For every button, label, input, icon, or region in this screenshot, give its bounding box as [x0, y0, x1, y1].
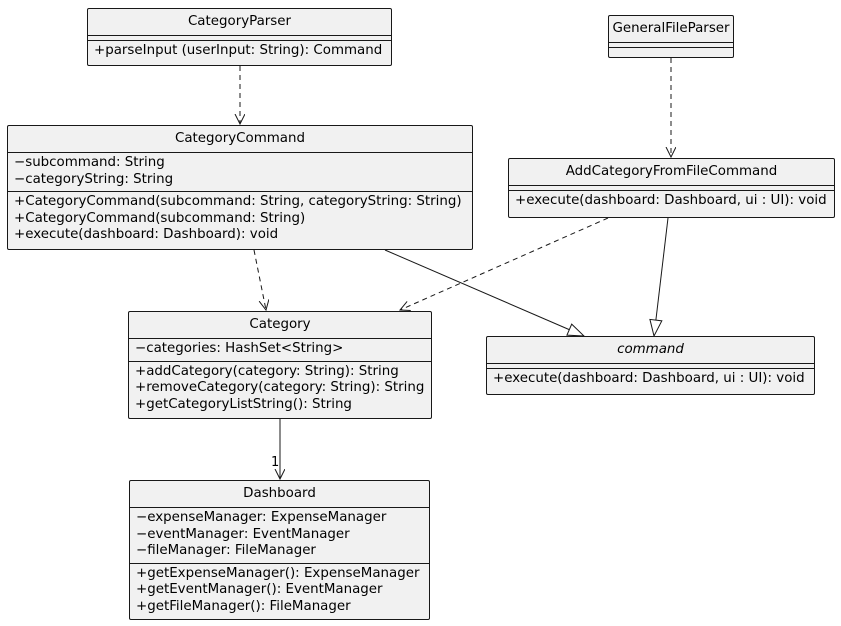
methods-section	[609, 47, 733, 52]
method: +removeCategory(category: String): Strin…	[135, 380, 425, 395]
fields-section: −expenseManager: ExpenseManager −eventMa…	[130, 507, 429, 563]
methods-section: +CategoryCommand(subcommand: String, cat…	[8, 191, 472, 247]
fields-section	[487, 363, 814, 368]
field: −categoryString: String	[14, 171, 174, 187]
method: +CategoryCommand(subcommand: String)	[14, 210, 306, 226]
methods-section: +execute(dashboard: Dashboard, ui : UI):…	[509, 190, 834, 213]
method: +getEventManager(): EventManager	[136, 582, 383, 597]
class-general-file-parser: GeneralFileParser	[608, 15, 734, 58]
dependency-addcategory-to-category	[400, 217, 609, 310]
field: −fileManager: FileManager	[136, 543, 316, 558]
class-name: Category	[249, 317, 311, 332]
dependency-categorycommand-to-category	[253, 249, 266, 310]
method: +addCategory(category: String): String	[135, 363, 399, 379]
class-name: CategoryCommand	[175, 131, 305, 146]
class-add-category-from-file-command: AddCategoryFromFileCommand +execute(dash…	[508, 158, 835, 218]
method: +execute(dashboard: Dashboard): void	[14, 227, 279, 242]
class-name: Dashboard	[243, 486, 316, 501]
class-category-command: CategoryCommand −subcommand: String −cat…	[7, 125, 473, 250]
class-name: AddCategoryFromFileCommand	[565, 164, 778, 179]
class-category-parser: CategoryParser +parseInput (userInput: S…	[87, 8, 392, 66]
method: +parseInput (userInput: String): Command	[94, 43, 383, 58]
field: −categories: HashSet<String>	[135, 341, 344, 356]
fields-section	[88, 35, 391, 40]
methods-section: +addCategory(category: String): String +…	[129, 360, 431, 417]
multiplicity-label: 1	[271, 455, 280, 470]
class-name: CategoryParser	[187, 14, 292, 29]
fields-section	[509, 185, 834, 190]
field: −eventManager: EventManager	[136, 526, 350, 542]
class-category: Category −categories: HashSet<String> +a…	[128, 311, 432, 419]
inheritance-categorycommand-to-command	[384, 249, 586, 337]
field: −subcommand: String	[14, 155, 165, 170]
inheritance-addcategory-to-command	[649, 217, 669, 338]
methods-section: +parseInput (userInput: String): Command	[88, 40, 391, 63]
fields-section	[609, 42, 733, 47]
method: +execute(dashboard: Dashboard, ui : UI):…	[515, 193, 827, 208]
fields-section: −subcommand: String −categoryString: Str…	[8, 152, 472, 191]
class-name: command	[617, 342, 684, 357]
fields-section: −categories: HashSet<String>	[129, 338, 431, 361]
class-dashboard: Dashboard −expenseManager: ExpenseManage…	[129, 480, 430, 620]
method: +execute(dashboard: Dashboard, ui : UI):…	[493, 371, 805, 386]
methods-section: +execute(dashboard: Dashboard, ui : UI):…	[487, 368, 814, 391]
class-command: command +execute(dashboard: Dashboard, u…	[486, 336, 815, 395]
method: +getFileManager(): FileManager	[136, 598, 351, 614]
method: +CategoryCommand(subcommand: String, cat…	[14, 194, 462, 209]
method: +getExpenseManager(): ExpenseManager	[136, 565, 420, 581]
class-name: GeneralFileParser	[612, 21, 730, 36]
field: −expenseManager: ExpenseManager	[136, 510, 387, 525]
methods-section: +getExpenseManager(): ExpenseManager +ge…	[130, 562, 429, 619]
method: +getCategoryListString(): String	[135, 396, 352, 412]
